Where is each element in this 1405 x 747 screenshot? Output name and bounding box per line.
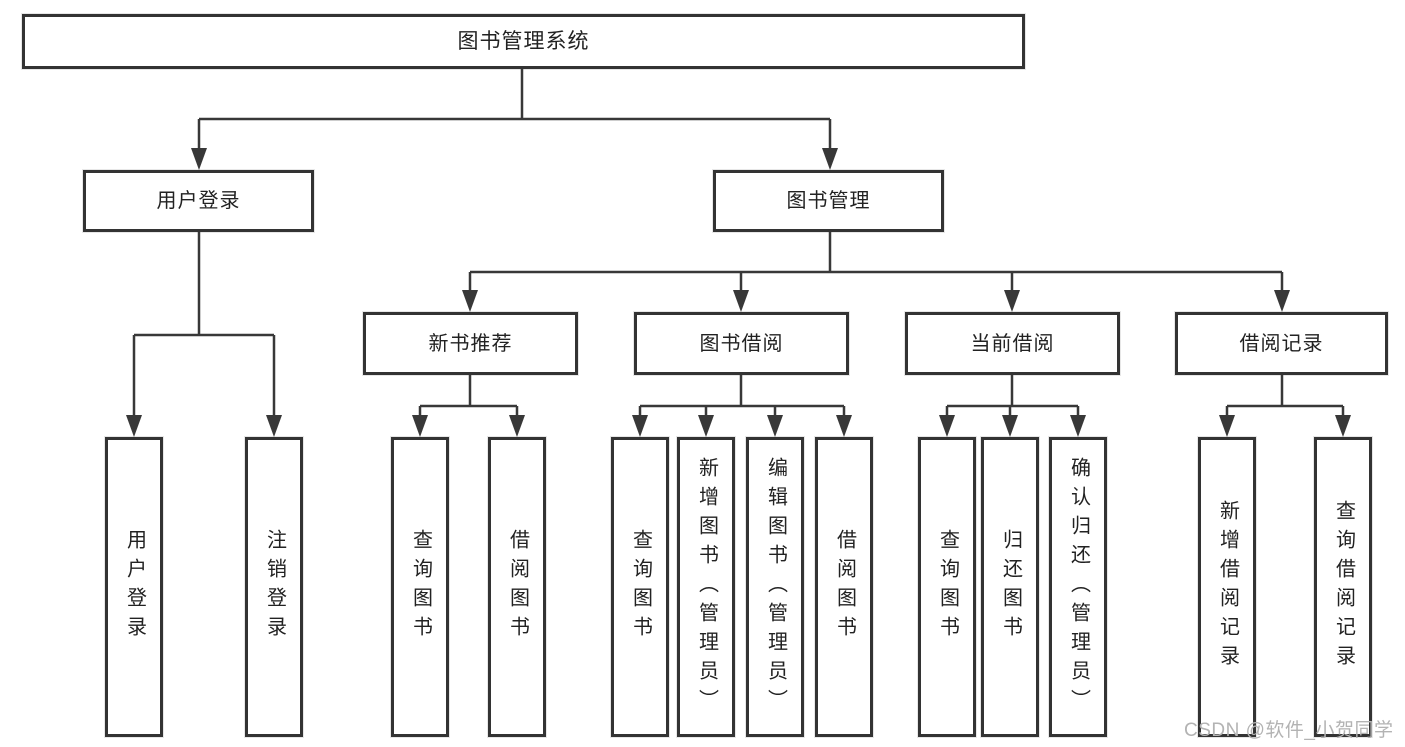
node-label: 新增借阅记录 xyxy=(1216,500,1239,674)
node-label: 确认归还（管理员） xyxy=(1067,456,1090,718)
leaf-recommend-borrow-books: 借阅图书 xyxy=(488,437,546,737)
node-book-borrow: 图书借阅 xyxy=(634,312,849,375)
node-label: 查询借阅记录 xyxy=(1332,500,1355,674)
node-current-borrow: 当前借阅 xyxy=(905,312,1120,375)
node-label: 借阅图书 xyxy=(833,529,856,645)
node-label: 查询图书 xyxy=(936,529,959,645)
leaf-current-confirm-return-admin: 确认归还（管理员） xyxy=(1049,437,1107,737)
leaf-recommend-query-books: 查询图书 xyxy=(391,437,449,737)
node-label: 用户登录 xyxy=(156,190,241,212)
node-label: 图书管理系统 xyxy=(457,30,590,53)
node-root-library-system: 图书管理系统 xyxy=(22,14,1025,69)
node-label: 注销登录 xyxy=(263,529,286,645)
node-book-management: 图书管理 xyxy=(713,170,944,232)
leaf-borrow-borrow-books: 借阅图书 xyxy=(815,437,873,737)
leaf-borrow-edit-books-admin: 编辑图书（管理员） xyxy=(746,437,804,737)
leaf-borrow-query-books: 查询图书 xyxy=(611,437,669,737)
leaf-current-return-books: 归还图书 xyxy=(981,437,1039,737)
node-label: 编辑图书（管理员） xyxy=(764,456,787,718)
node-label: 新增图书（管理员） xyxy=(695,456,718,718)
node-label: 当前借阅 xyxy=(970,332,1055,355)
leaf-user-login: 用户登录 xyxy=(105,437,163,737)
leaf-logout-login: 注销登录 xyxy=(245,437,303,737)
leaf-borrow-add-books-admin: 新增图书（管理员） xyxy=(677,437,735,737)
node-label: 借阅图书 xyxy=(506,529,529,645)
node-label: 查询图书 xyxy=(409,529,432,645)
node-label: 归还图书 xyxy=(999,529,1022,645)
node-label: 新书推荐 xyxy=(428,332,513,355)
node-borrow-records: 借阅记录 xyxy=(1175,312,1388,375)
node-label: 图书借阅 xyxy=(699,332,784,355)
node-label: 图书管理 xyxy=(786,190,871,212)
leaf-records-add-borrow-record: 新增借阅记录 xyxy=(1198,437,1256,737)
leaf-records-query-borrow-record: 查询借阅记录 xyxy=(1314,437,1372,737)
node-new-book-recommend: 新书推荐 xyxy=(363,312,578,375)
node-user-login: 用户登录 xyxy=(83,170,314,232)
node-label: 查询图书 xyxy=(629,529,652,645)
node-label: 借阅记录 xyxy=(1239,332,1324,355)
watermark-text: CSDN @软件_小贺同学 xyxy=(1184,720,1394,741)
node-label: 用户登录 xyxy=(123,529,146,645)
leaf-current-query-books: 查询图书 xyxy=(918,437,976,737)
